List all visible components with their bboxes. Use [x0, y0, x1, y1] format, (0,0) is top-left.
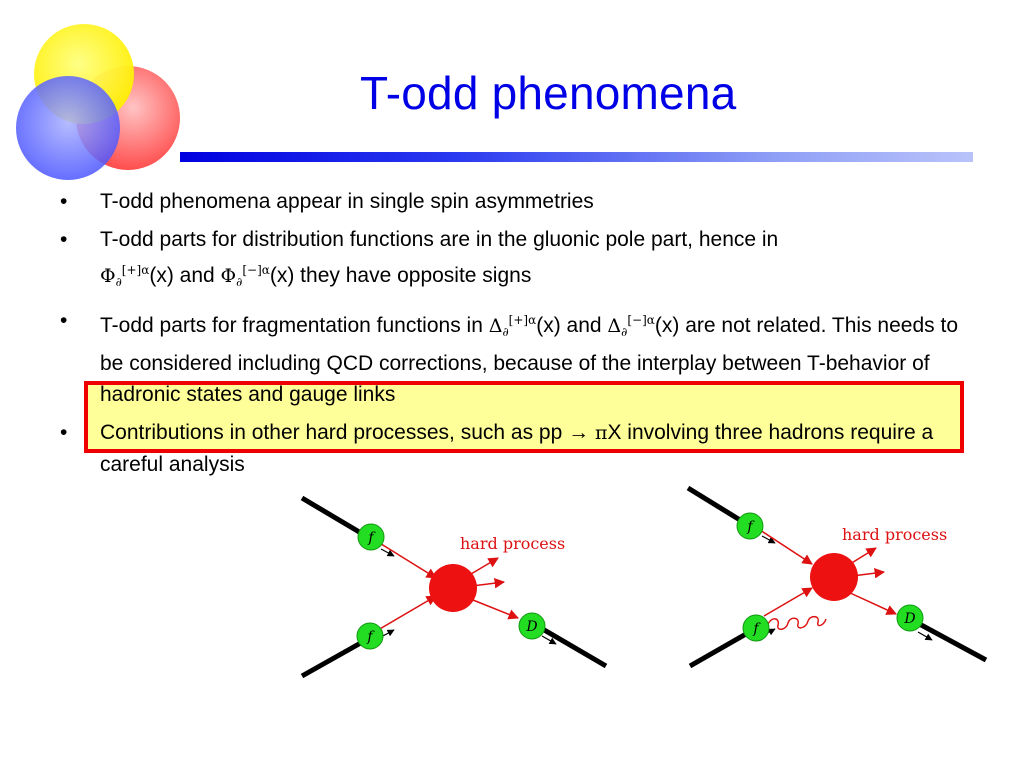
partial-subscript: ∂: [236, 275, 243, 289]
bullet-text: T-odd parts for fragmentation functions …: [100, 314, 489, 337]
bullet-marker: •: [60, 228, 68, 251]
bullet-item-highlighted: • Contributions in other hard processes,…: [60, 417, 960, 480]
distribution-blob: [742, 614, 770, 642]
blob-label: f: [752, 621, 761, 637]
bullet-item: • T-odd parts for fragmentation function…: [60, 305, 960, 410]
partial-subscript: ∂: [621, 325, 628, 339]
bullet-item: • T-odd phenomena appear in single spin …: [60, 186, 960, 217]
fragmentation-blob: [518, 612, 546, 640]
hadron-line: [532, 621, 608, 669]
hard-process-blob: [810, 553, 858, 601]
right-arrow-icon: →: [568, 421, 590, 444]
superscript: [+]α: [508, 313, 537, 327]
delta-symbol: Δ: [488, 315, 503, 337]
bullet-marker: •: [60, 421, 68, 444]
gluon-coil: [767, 615, 827, 630]
quark-line: [377, 595, 437, 631]
bullet-text: T-odd phenomena appear in single spin as…: [100, 190, 594, 213]
superscript: [+]α: [121, 263, 150, 277]
blob-label: D: [525, 619, 537, 635]
quark-line: [759, 529, 813, 565]
feynman-diagram-left: f f D hard process: [300, 495, 608, 679]
phi-symbol: Φ: [100, 265, 116, 287]
hadron-line: [910, 617, 988, 663]
outgoing-arrow: [470, 557, 499, 575]
pi-symbol: π: [594, 422, 608, 444]
slide-title: T-odd phenomena: [360, 67, 737, 119]
partial-subscript: ∂: [115, 275, 122, 289]
fragmentation-blob: [896, 604, 924, 632]
black-arrow: [917, 631, 933, 641]
hard-process-label: hard process: [460, 534, 565, 553]
outgoing-arrow: [471, 577, 506, 589]
bullet-text: X involving three hadrons require a care…: [100, 421, 934, 476]
black-arrow: [541, 635, 557, 645]
hard-process-blob: [429, 564, 477, 612]
bullet-text: (x) and: [536, 314, 608, 337]
outgoing-arrow: [849, 547, 877, 565]
feynman-diagram-right: f f D hard process: [686, 485, 988, 669]
blob-label: D: [903, 611, 915, 627]
delta-symbol: Δ: [607, 315, 622, 337]
quark-line: [763, 587, 813, 617]
blob-label: f: [746, 519, 755, 535]
hadron-line: [300, 495, 368, 539]
bullet-text: (x) and: [149, 264, 221, 287]
quark-line: [467, 597, 519, 620]
hadron-line: [686, 485, 742, 523]
blob-label: f: [367, 530, 376, 546]
bullet-text: Contributions in other hard processes, s…: [100, 421, 569, 444]
bullet-marker: •: [60, 309, 68, 332]
black-arrow: [380, 548, 395, 557]
black-arrow: [761, 535, 776, 544]
highlight-box: [84, 381, 964, 453]
distribution-blob: [357, 523, 385, 551]
bullet-text: (x) are not related. This needs to be co…: [100, 314, 958, 406]
bullet-text: T-odd parts for distribution functions a…: [100, 228, 779, 251]
bullet-item: • T-odd parts for distribution functions…: [60, 224, 960, 298]
hard-process-label: hard process: [842, 525, 947, 544]
phi-symbol: Φ: [220, 265, 237, 287]
superscript: [−]α: [627, 313, 655, 327]
bullet-marker: •: [60, 190, 68, 213]
title-underline-bar: [180, 152, 973, 162]
bullet-text: (x) they have opposite signs: [269, 264, 532, 287]
quark-line: [377, 541, 437, 579]
hadron-line: [688, 631, 748, 669]
quark-line: [847, 591, 897, 615]
hadron-line: [300, 637, 368, 679]
distribution-blob: [356, 622, 384, 650]
logo-circles: [16, 24, 180, 180]
blob-label: f: [366, 629, 375, 645]
distribution-blob: [736, 512, 764, 540]
bullet-list: • T-odd phenomena appear in single spin …: [60, 186, 960, 487]
partial-subscript: ∂: [502, 325, 509, 339]
superscript: [−]α: [242, 263, 270, 277]
